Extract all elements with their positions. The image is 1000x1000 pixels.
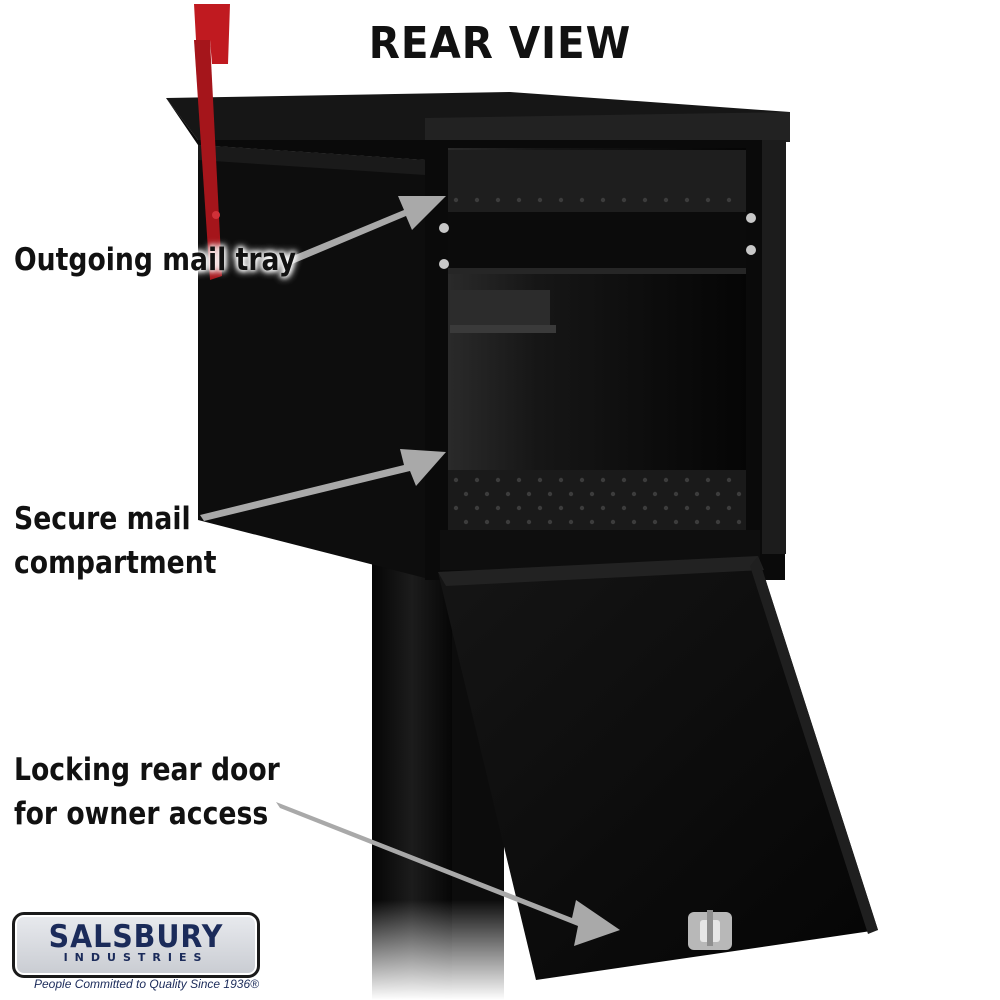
rear-door	[438, 556, 878, 980]
mailbox-opening	[448, 148, 746, 534]
callout-outgoing-tray: Outgoing mail tray	[14, 238, 296, 282]
callout-line: Locking rear door	[14, 752, 280, 788]
logo-tagline: People Committed to Quality Since 1936®	[34, 977, 259, 991]
callout-arrows	[200, 196, 620, 946]
bolts	[439, 213, 756, 269]
flag-icon	[194, 4, 230, 280]
callout-line: for owner access	[14, 796, 269, 832]
lock-icon	[688, 910, 732, 950]
callout-locking-door: Locking rear door for owner access	[14, 748, 280, 836]
salsbury-logo: SALSBURY INDUSTRIES	[12, 912, 260, 978]
page-title: REAR VIEW	[368, 18, 632, 69]
logo-wordmark: SALSBURY	[48, 919, 224, 955]
callout-secure-compartment: Secure mail compartment	[14, 497, 216, 585]
floor-dimples	[453, 197, 742, 525]
callout-line: Secure mail	[14, 501, 191, 537]
callout-line: Outgoing mail tray	[14, 242, 297, 278]
logo-subline: INDUSTRIES	[63, 951, 209, 964]
callout-line: compartment	[14, 545, 217, 581]
